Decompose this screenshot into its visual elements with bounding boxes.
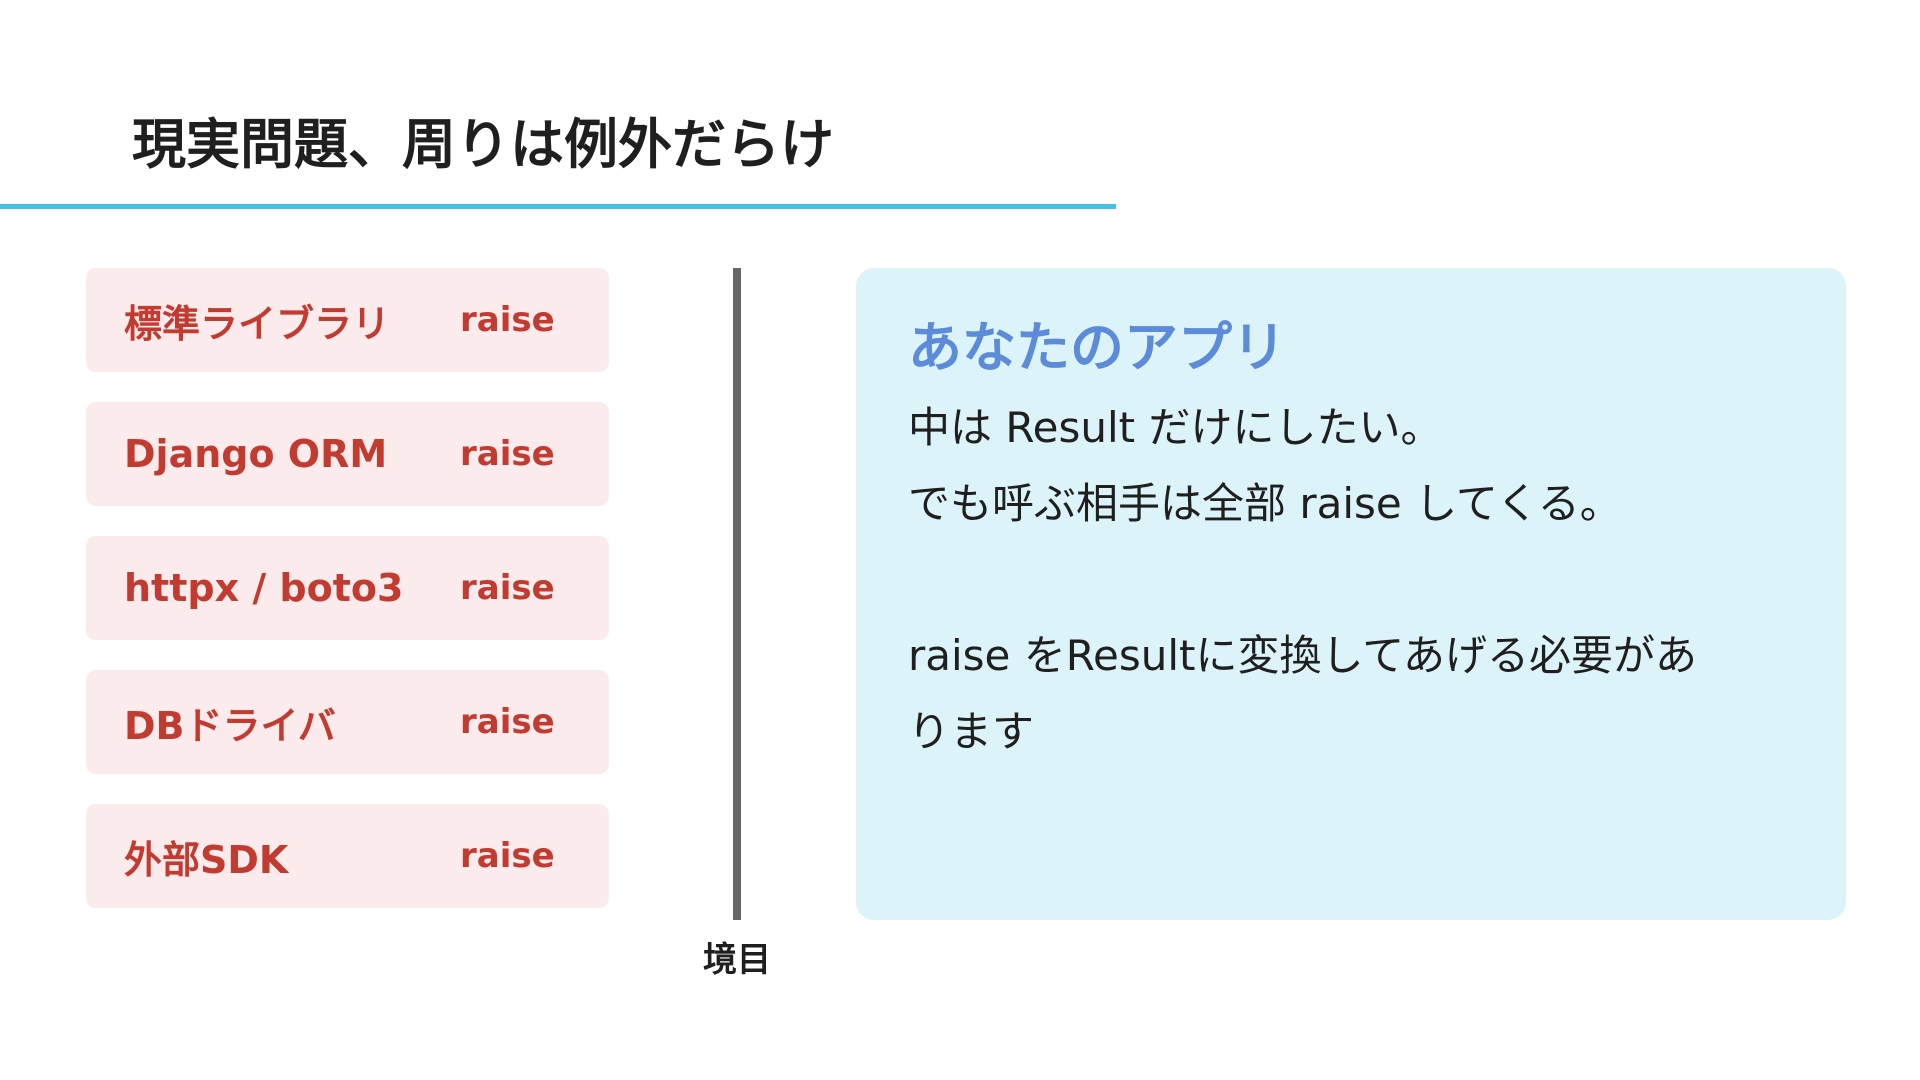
source-action: raise [460,434,555,474]
source-item-django-orm: Django ORM raise [86,402,609,506]
source-item-db-driver: DBドライバ raise [86,670,609,774]
page-title: 現実問題、周りは例外だらけ [132,113,834,176]
source-item-standard-library: 標準ライブラリ raise [86,268,609,372]
boundary-label: 境目 [703,940,771,980]
source-name: 外部SDK [124,837,289,882]
boundary-divider [733,268,741,920]
source-item-external-sdk: 外部SDK raise [86,804,609,908]
exception-source-list: 標準ライブラリ raise Django ORM raise httpx / b… [86,268,609,938]
app-description-line: 中は Result だけにしたい。 [908,402,1443,452]
source-action: raise [460,300,555,340]
app-description-line: でも呼ぶ相手は全部 raise してくる。 [908,478,1622,528]
source-action: raise [460,836,555,876]
source-name: httpx / boto3 [124,566,404,610]
source-name: Django ORM [124,432,388,476]
source-name: 標準ライブラリ [124,301,391,346]
source-name: DBドライバ [124,703,336,748]
app-description: 中は Result だけにしたい。 でも呼ぶ相手は全部 raise してくる。 … [908,390,1794,770]
app-title: あなたのアプリ [908,316,1286,379]
paragraph-spacer [908,542,1794,618]
app-description-line: raise をResultに変換してあげる必要があ [908,630,1698,680]
source-item-httpx-boto3: httpx / boto3 raise [86,536,609,640]
app-description-line: ります [908,706,1035,756]
source-action: raise [460,702,555,742]
title-underline [0,204,1116,209]
app-panel: あなたのアプリ 中は Result だけにしたい。 でも呼ぶ相手は全部 rais… [856,268,1846,920]
source-action: raise [460,568,555,608]
